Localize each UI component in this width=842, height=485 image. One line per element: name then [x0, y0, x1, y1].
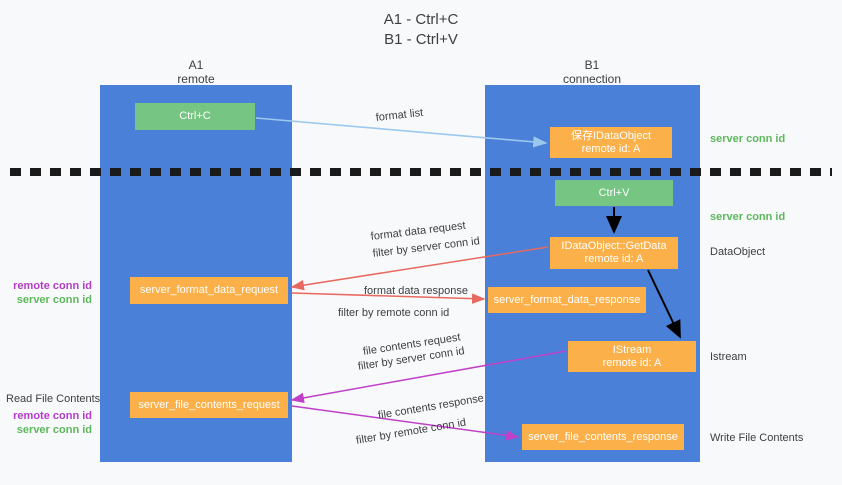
- box-istream-line1: IStream: [612, 343, 652, 356]
- box-server-format-data-request[interactable]: server_format_data_request: [130, 277, 288, 304]
- box-ctrl-c[interactable]: Ctrl+C: [135, 103, 255, 130]
- label-file-contents-response-filter: filter by remote conn id: [355, 416, 467, 448]
- box-istream[interactable]: IStream remote id: A: [568, 341, 696, 372]
- box-server-format-data-response[interactable]: server_format_data_response: [488, 287, 646, 313]
- title-line-1: A1 - Ctrl+C: [383, 11, 459, 28]
- left-label-group-format: remote conn id server conn id: [0, 279, 92, 307]
- filter-prefix: filter by: [372, 243, 412, 260]
- right-label-server-conn-id-mid: server conn id: [710, 211, 786, 223]
- box-server-file-contents-request[interactable]: server_file_contents_request: [130, 392, 288, 418]
- column-a1-sub: remote: [177, 72, 215, 86]
- filter-value-remote-conn-id: remote conn id: [376, 307, 450, 319]
- box-save-idataobject[interactable]: 保存IDataObject remote id: A: [550, 127, 672, 158]
- page-title: A1 - Ctrl+C B1 - Ctrl+V: [0, 10, 842, 50]
- filter-prefix: filter by: [355, 428, 396, 447]
- box-server-format-data-request-label: server_format_data_request: [139, 284, 279, 296]
- right-label-write-file-contents: Write File Contents: [710, 432, 804, 444]
- box-save-idataobject-line2: remote id: A: [581, 142, 641, 155]
- box-ctrl-v[interactable]: Ctrl+V: [555, 180, 673, 206]
- box-server-file-contents-request-label: server_file_contents_request: [138, 398, 280, 411]
- right-label-dataobject: DataObject: [710, 246, 766, 258]
- box-getdata-line2: remote id: A: [584, 253, 644, 265]
- box-server-format-data-response-label: server_format_data_response: [493, 293, 641, 306]
- filter-prefix: filter by: [338, 307, 377, 319]
- label-format-list: format list: [375, 106, 424, 124]
- box-server-file-contents-response[interactable]: server_file_contents_response: [522, 424, 684, 450]
- column-b1-sub: connection: [562, 72, 622, 86]
- left-label-remote-conn-id-2: remote conn id: [13, 410, 92, 422]
- box-server-file-contents-response-label: server_file_contents_response: [528, 430, 678, 443]
- column-a1-name: A1: [188, 58, 204, 72]
- left-label-remote-conn-id-1: remote conn id: [13, 280, 92, 292]
- box-ctrl-c-label: Ctrl+C: [179, 110, 211, 122]
- box-ctrl-v-label: Ctrl+V: [598, 186, 630, 199]
- filter-value-remote-conn-id: remote conn id: [393, 416, 467, 441]
- filter-value-server-conn-id: server conn id: [410, 235, 481, 256]
- column-header-a1: A1 remote: [116, 58, 276, 86]
- right-label-istream: Istream: [710, 351, 747, 363]
- left-label-read-file-contents: Read File Contents: [6, 393, 101, 405]
- box-istream-line2: remote id: A: [602, 356, 662, 369]
- left-label-group-file: remote conn id server conn id: [0, 409, 92, 437]
- column-header-b1: B1 connection: [512, 58, 672, 86]
- box-idataobject-getdata[interactable]: IDataObject::GetData remote id: A: [550, 237, 678, 269]
- box-getdata-line1: IDataObject::GetData: [561, 240, 667, 252]
- label-file-contents-response: file contents response: [377, 392, 485, 422]
- box-save-idataobject-line1: 保存IDataObject: [570, 129, 652, 142]
- title-line-2: B1 - Ctrl+V: [384, 31, 458, 48]
- label-format-data-response: format data response: [364, 285, 468, 297]
- label-format-data-response-filter: filter by remote conn id: [338, 306, 449, 320]
- left-label-server-conn-id-2: server conn id: [16, 424, 92, 436]
- column-b1-name: B1: [584, 58, 600, 72]
- left-label-server-conn-id-1: server conn id: [16, 294, 92, 306]
- right-label-server-conn-id-top: server conn id: [710, 133, 786, 145]
